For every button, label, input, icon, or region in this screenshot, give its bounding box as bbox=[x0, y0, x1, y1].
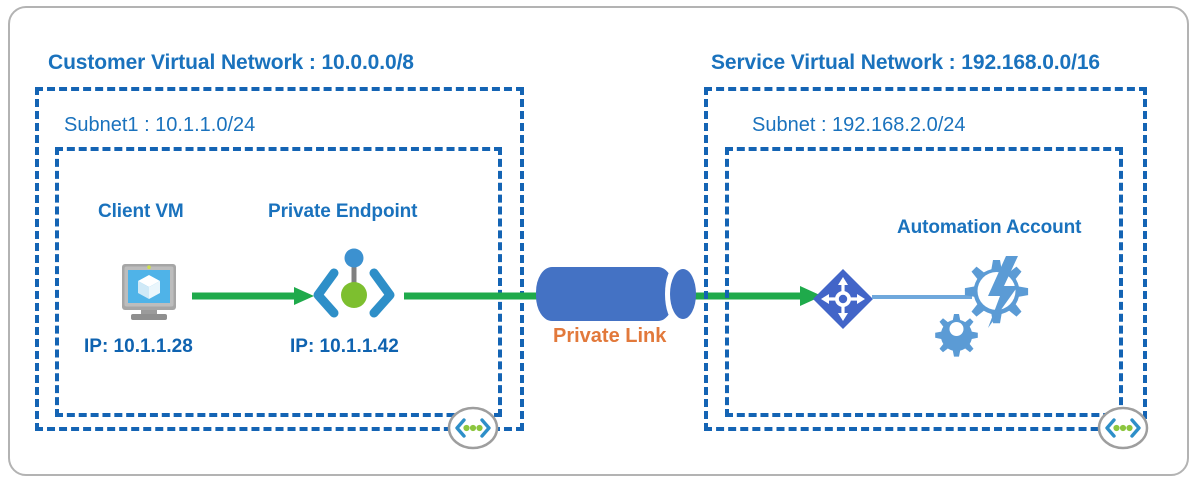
customer-subnet-label: Subnet1 : 10.1.1.0/24 bbox=[64, 114, 256, 136]
private-link-service-icon bbox=[812, 268, 874, 330]
virtual-machine-icon bbox=[117, 261, 181, 323]
service-connector-line bbox=[872, 294, 972, 300]
service-subnet-label: Subnet : 192.168.2.0/24 bbox=[752, 114, 966, 136]
customer-vnet-box bbox=[35, 87, 524, 431]
private-link-tunnel-icon bbox=[536, 265, 708, 327]
private-endpoint-ip-label: IP: 10.1.1.42 bbox=[290, 336, 399, 357]
subnet-delegation-badge-icon-customer bbox=[446, 405, 500, 451]
traffic-arrow-vm-to-endpoint bbox=[192, 286, 316, 306]
subnet-delegation-badge-icon-service bbox=[1096, 405, 1150, 451]
diagram-frame bbox=[8, 6, 1189, 476]
customer-subnet-box bbox=[55, 147, 502, 417]
client-vm-label: Client VM bbox=[98, 201, 184, 222]
client-vm-ip-label: IP: 10.1.1.28 bbox=[84, 336, 193, 357]
service-vnet-box bbox=[704, 87, 1147, 431]
traffic-arrow-tunnel-to-service bbox=[690, 286, 822, 306]
automation-account-icon bbox=[930, 252, 1042, 357]
private-endpoint-icon bbox=[306, 245, 402, 318]
private-link-label: Private Link bbox=[553, 325, 667, 347]
service-vnet-label: Service Virtual Network : 192.168.0.0/16 bbox=[711, 51, 1101, 74]
private-endpoint-label: Private Endpoint bbox=[268, 201, 418, 222]
service-subnet-box bbox=[725, 147, 1123, 417]
automation-account-label: Automation Account bbox=[897, 217, 1082, 238]
customer-vnet-label: Customer Virtual Network : 10.0.0.0/8 bbox=[48, 51, 414, 74]
